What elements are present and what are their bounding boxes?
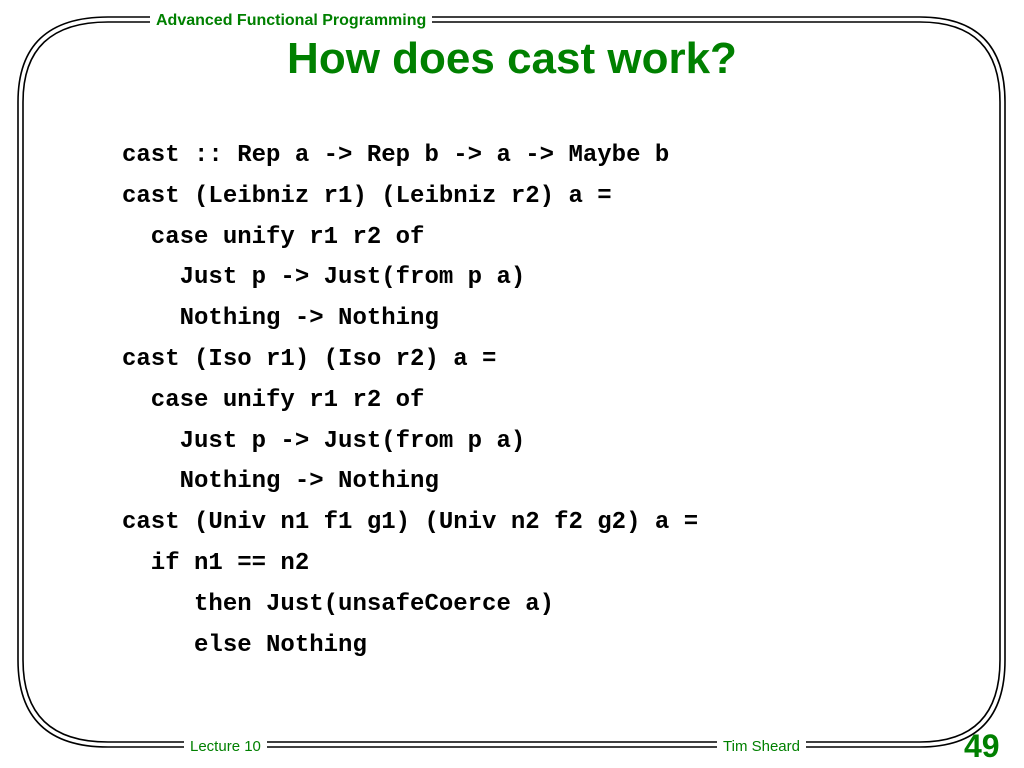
author-label: Tim Sheard <box>717 737 806 757</box>
border-inner <box>22 21 1001 743</box>
code-line: Just p -> Just(from p a) <box>122 427 526 455</box>
code-line: cast (Iso r1) (Iso r2) a = <box>122 345 497 373</box>
code-line: cast (Leibniz r1) (Leibniz r2) a = <box>122 182 612 210</box>
code-line: case unify r1 r2 of <box>122 223 425 251</box>
code-line: cast :: Rep a -> Rep b -> a -> Maybe b <box>122 142 670 169</box>
slide-title: How does cast work? <box>287 34 737 83</box>
code-line: Nothing -> Nothing <box>122 305 439 333</box>
code-line: Just p -> Just(from p a) <box>122 264 526 292</box>
code-line: case unify r1 r2 of <box>122 386 425 414</box>
code-line: Nothing -> Nothing <box>122 468 439 496</box>
lecture-label: Lecture 10 <box>184 737 267 757</box>
page-number: 49 <box>964 728 1000 764</box>
code-line: if n1 == n2 <box>122 549 310 577</box>
code-line: cast (Univ n1 f1 g1) (Univ n2 f2 g2) a = <box>122 509 699 537</box>
course-title: Advanced Functional Programming <box>150 11 433 31</box>
code-block: cast :: Rep a -> Rep b -> a -> Maybe b c… <box>122 136 698 666</box>
border-outer <box>17 16 1006 748</box>
code-line: else Nothing <box>122 631 367 659</box>
code-line: then Just(unsafeCoerce a) <box>122 590 555 618</box>
